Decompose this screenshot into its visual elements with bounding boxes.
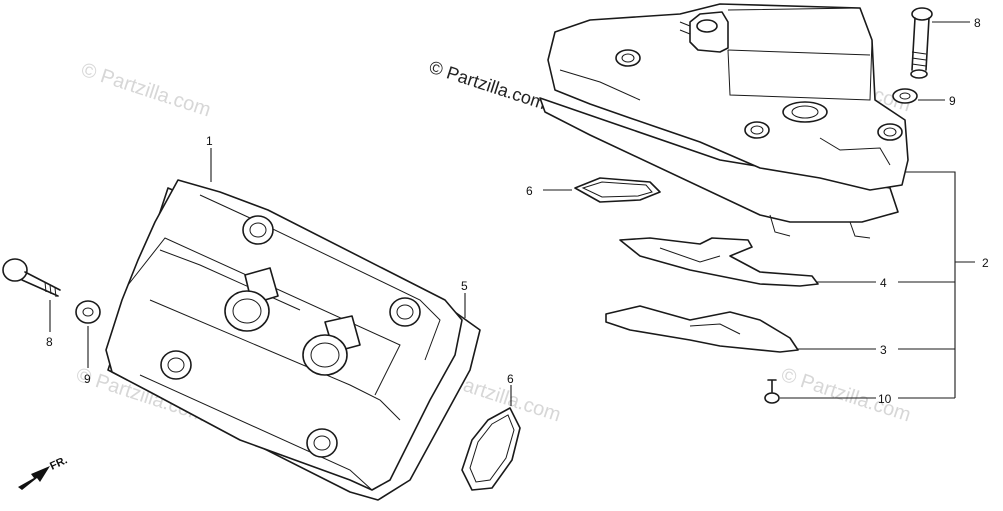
callout-9-right: 9 [949, 94, 956, 108]
bolt-8-left [2, 258, 61, 298]
callout-4: 4 [880, 276, 887, 290]
bolt-10 [764, 379, 780, 404]
oring-6-left [461, 407, 521, 491]
plate-4 [619, 237, 819, 287]
plate-3 [605, 305, 799, 353]
callout-6-left: 6 [507, 372, 514, 386]
bolt-8-right [910, 7, 933, 79]
head-cover-left [105, 179, 481, 501]
head-cover-right [539, 3, 909, 239]
callout-5: 5 [461, 279, 468, 293]
callout-2: 2 [982, 256, 989, 270]
cover-body-right [547, 3, 909, 191]
watermark-top-left: © Partzilla.com [78, 59, 213, 122]
callout-9-left: 9 [84, 372, 91, 386]
callout-1: 1 [206, 134, 213, 148]
watermark-bottom-right: © Partzilla.com [778, 364, 913, 427]
front-label: FR. [48, 454, 69, 472]
callout-3: 3 [880, 343, 887, 357]
gasket-right [539, 97, 899, 223]
cover-body-left [105, 179, 463, 491]
washer-9-left [75, 300, 101, 324]
callout-10: 10 [878, 392, 892, 406]
front-arrow: FR. [18, 454, 69, 490]
callout-8-left: 8 [46, 335, 53, 349]
watermark-main: © Partzilla.com [427, 57, 549, 114]
washer-9-right [892, 88, 918, 104]
callout-6-right: 6 [526, 184, 533, 198]
callout-8-right: 8 [974, 16, 981, 30]
